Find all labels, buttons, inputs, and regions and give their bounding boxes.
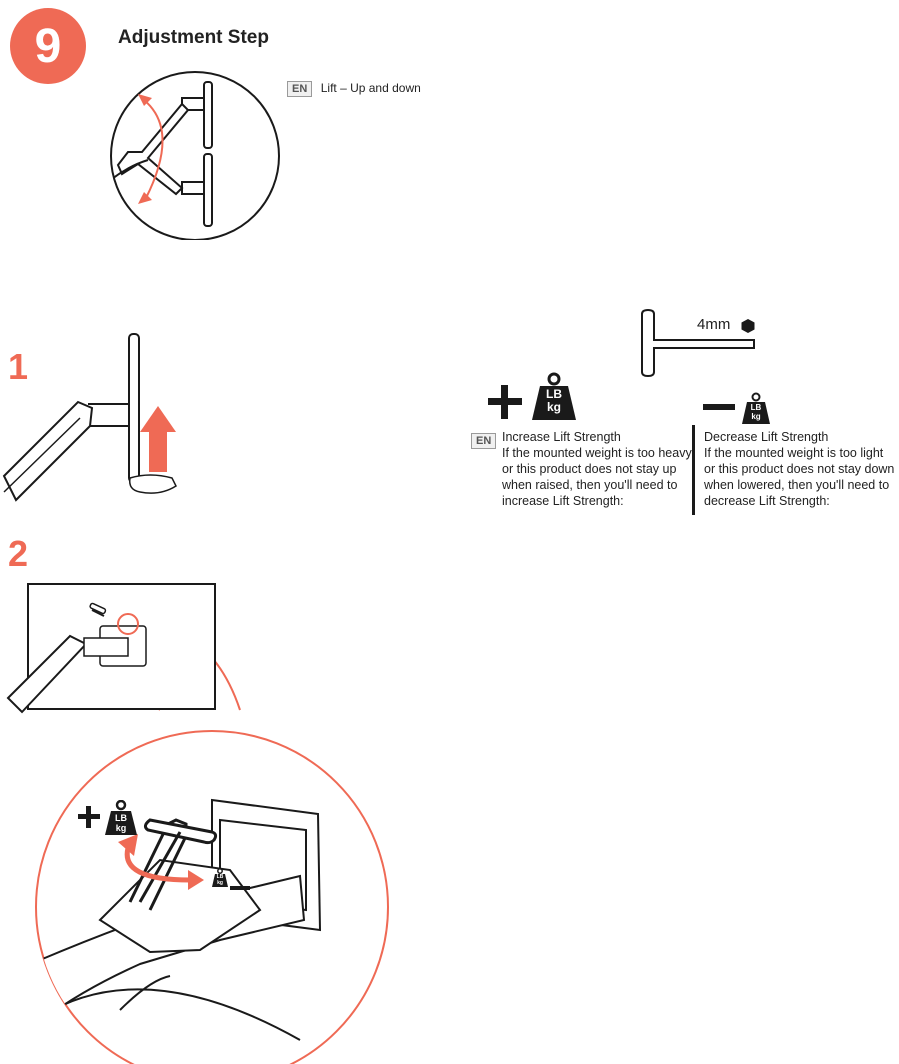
increase-line: when raised, then you'll need to <box>502 478 678 492</box>
weight-unit-bottom: kg <box>751 412 761 421</box>
step-title: Adjustment Step <box>118 27 269 48</box>
increase-line: or this product does not stay up <box>502 462 677 476</box>
weight-unit-top: LB <box>546 387 562 401</box>
weight-icon-detail-minus: LB kg <box>211 868 229 888</box>
minus-icon <box>703 404 735 410</box>
weight-icon-large: LB kg <box>530 372 578 422</box>
substep-number-1: 1 <box>8 346 29 387</box>
weight-unit-bottom: kg <box>217 879 223 886</box>
increase-heading: Increase Lift Strength <box>502 430 621 444</box>
decrease-line: when lowered, then you'll need to <box>704 478 890 492</box>
weight-icon-small: LB kg <box>740 392 772 426</box>
decrease-instructions: Decrease Lift Strength If the mounted we… <box>704 429 894 509</box>
lift-note: EN Lift – Up and down <box>287 79 421 97</box>
increase-instructions: Increase Lift Strength If the mounted we… <box>502 429 692 509</box>
weight-unit-bottom: kg <box>115 823 127 833</box>
hex-size-label: 4mm <box>697 316 731 333</box>
adjustment-detail-illustration <box>6 583 389 1064</box>
hex-key-tool <box>641 308 755 378</box>
decrease-line: If the mounted weight is too light <box>704 446 884 460</box>
weight-unit-top: LB <box>115 813 127 823</box>
decrease-line: or this product does not stay down <box>704 462 895 476</box>
column-divider <box>692 425 695 515</box>
lift-note-text: Lift – Up and down <box>320 81 421 95</box>
substep-number-2: 2 <box>8 533 29 574</box>
increase-line: If the mounted weight is too heavy <box>502 446 692 460</box>
lang-tag: EN <box>287 81 313 97</box>
weight-unit-top: LB <box>216 874 224 880</box>
increase-line: increase Lift Strength: <box>502 494 624 508</box>
increase-lang-tag: EN <box>471 431 497 449</box>
step-number-badge: 9 <box>10 8 86 84</box>
lift-illustration <box>110 71 280 240</box>
weight-unit-top: LB <box>750 403 762 412</box>
hexagon-icon <box>741 319 755 333</box>
plus-icon <box>488 385 522 419</box>
weight-icon-detail-plus: LB kg <box>104 800 138 836</box>
lang-tag: EN <box>471 433 497 449</box>
raise-monitor-illustration <box>2 333 177 502</box>
weight-unit-bottom: kg <box>546 400 561 414</box>
decrease-heading: Decrease Lift Strength <box>704 430 829 444</box>
decrease-line: decrease Lift Strength: <box>704 494 830 508</box>
